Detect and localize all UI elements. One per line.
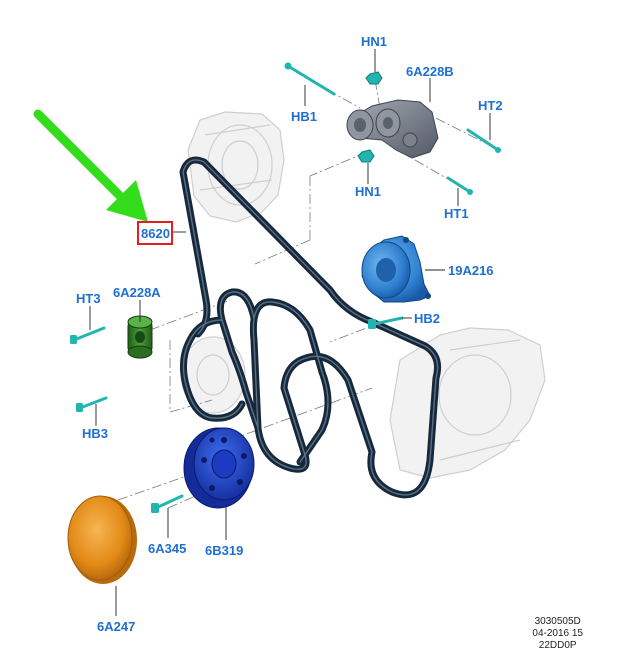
label-6a228a: 6A228A bbox=[113, 285, 161, 300]
stamp-line-1: 3030505D bbox=[534, 616, 581, 627]
compressor-ghost bbox=[389, 327, 546, 479]
alternator-ghost bbox=[187, 111, 285, 223]
crank-area-ghost bbox=[180, 336, 246, 414]
label-hb2: HB2 bbox=[414, 311, 440, 326]
label-hb3: HB3 bbox=[82, 426, 108, 441]
callout-leaders bbox=[89, 49, 491, 616]
label-6b319: 6B319 bbox=[205, 543, 243, 558]
label-6a228b: 6A228B bbox=[406, 64, 454, 79]
label-8620: 8620 bbox=[141, 226, 170, 241]
bolt-ht3 bbox=[70, 326, 106, 344]
pointer-arrow bbox=[33, 109, 148, 222]
label-hb1: HB1 bbox=[291, 109, 317, 124]
diagram-reference-stamp: 3030505D 04-2016 15 22DD0P bbox=[532, 616, 583, 652]
label-ht2: HT2 bbox=[478, 98, 503, 113]
tensioner-6a228b bbox=[346, 99, 439, 159]
bolt-hb2 bbox=[368, 316, 404, 329]
bolt-6a345 bbox=[151, 494, 184, 513]
nut-hn1-top bbox=[365, 71, 383, 85]
highlight-box bbox=[137, 221, 173, 245]
crank-pulley-6b319 bbox=[183, 427, 255, 509]
stamp-line-2: 04-2016 15 bbox=[532, 628, 583, 639]
label-ht3: HT3 bbox=[76, 291, 101, 306]
damper-cover-6a247 bbox=[67, 495, 137, 584]
label-6a345: 6A345 bbox=[148, 541, 186, 556]
bolt-ht2 bbox=[466, 128, 501, 153]
bolt-ht1 bbox=[446, 176, 473, 195]
stamp-line-3: 22DD0P bbox=[538, 640, 577, 651]
water-pump-19a216 bbox=[361, 235, 431, 303]
idler-6a228a bbox=[127, 315, 153, 359]
label-hn1-bottom: HN1 bbox=[355, 184, 381, 199]
drive-belt-8620 bbox=[179, 156, 442, 499]
label-19a216: 19A216 bbox=[448, 263, 494, 278]
bolt-hb1 bbox=[284, 62, 336, 96]
nut-hn1-bottom bbox=[357, 149, 375, 163]
label-6a247: 6A247 bbox=[97, 619, 135, 634]
bolt-hb3 bbox=[76, 396, 108, 412]
label-hn1-top: HN1 bbox=[361, 34, 387, 49]
label-ht1: HT1 bbox=[444, 206, 469, 221]
